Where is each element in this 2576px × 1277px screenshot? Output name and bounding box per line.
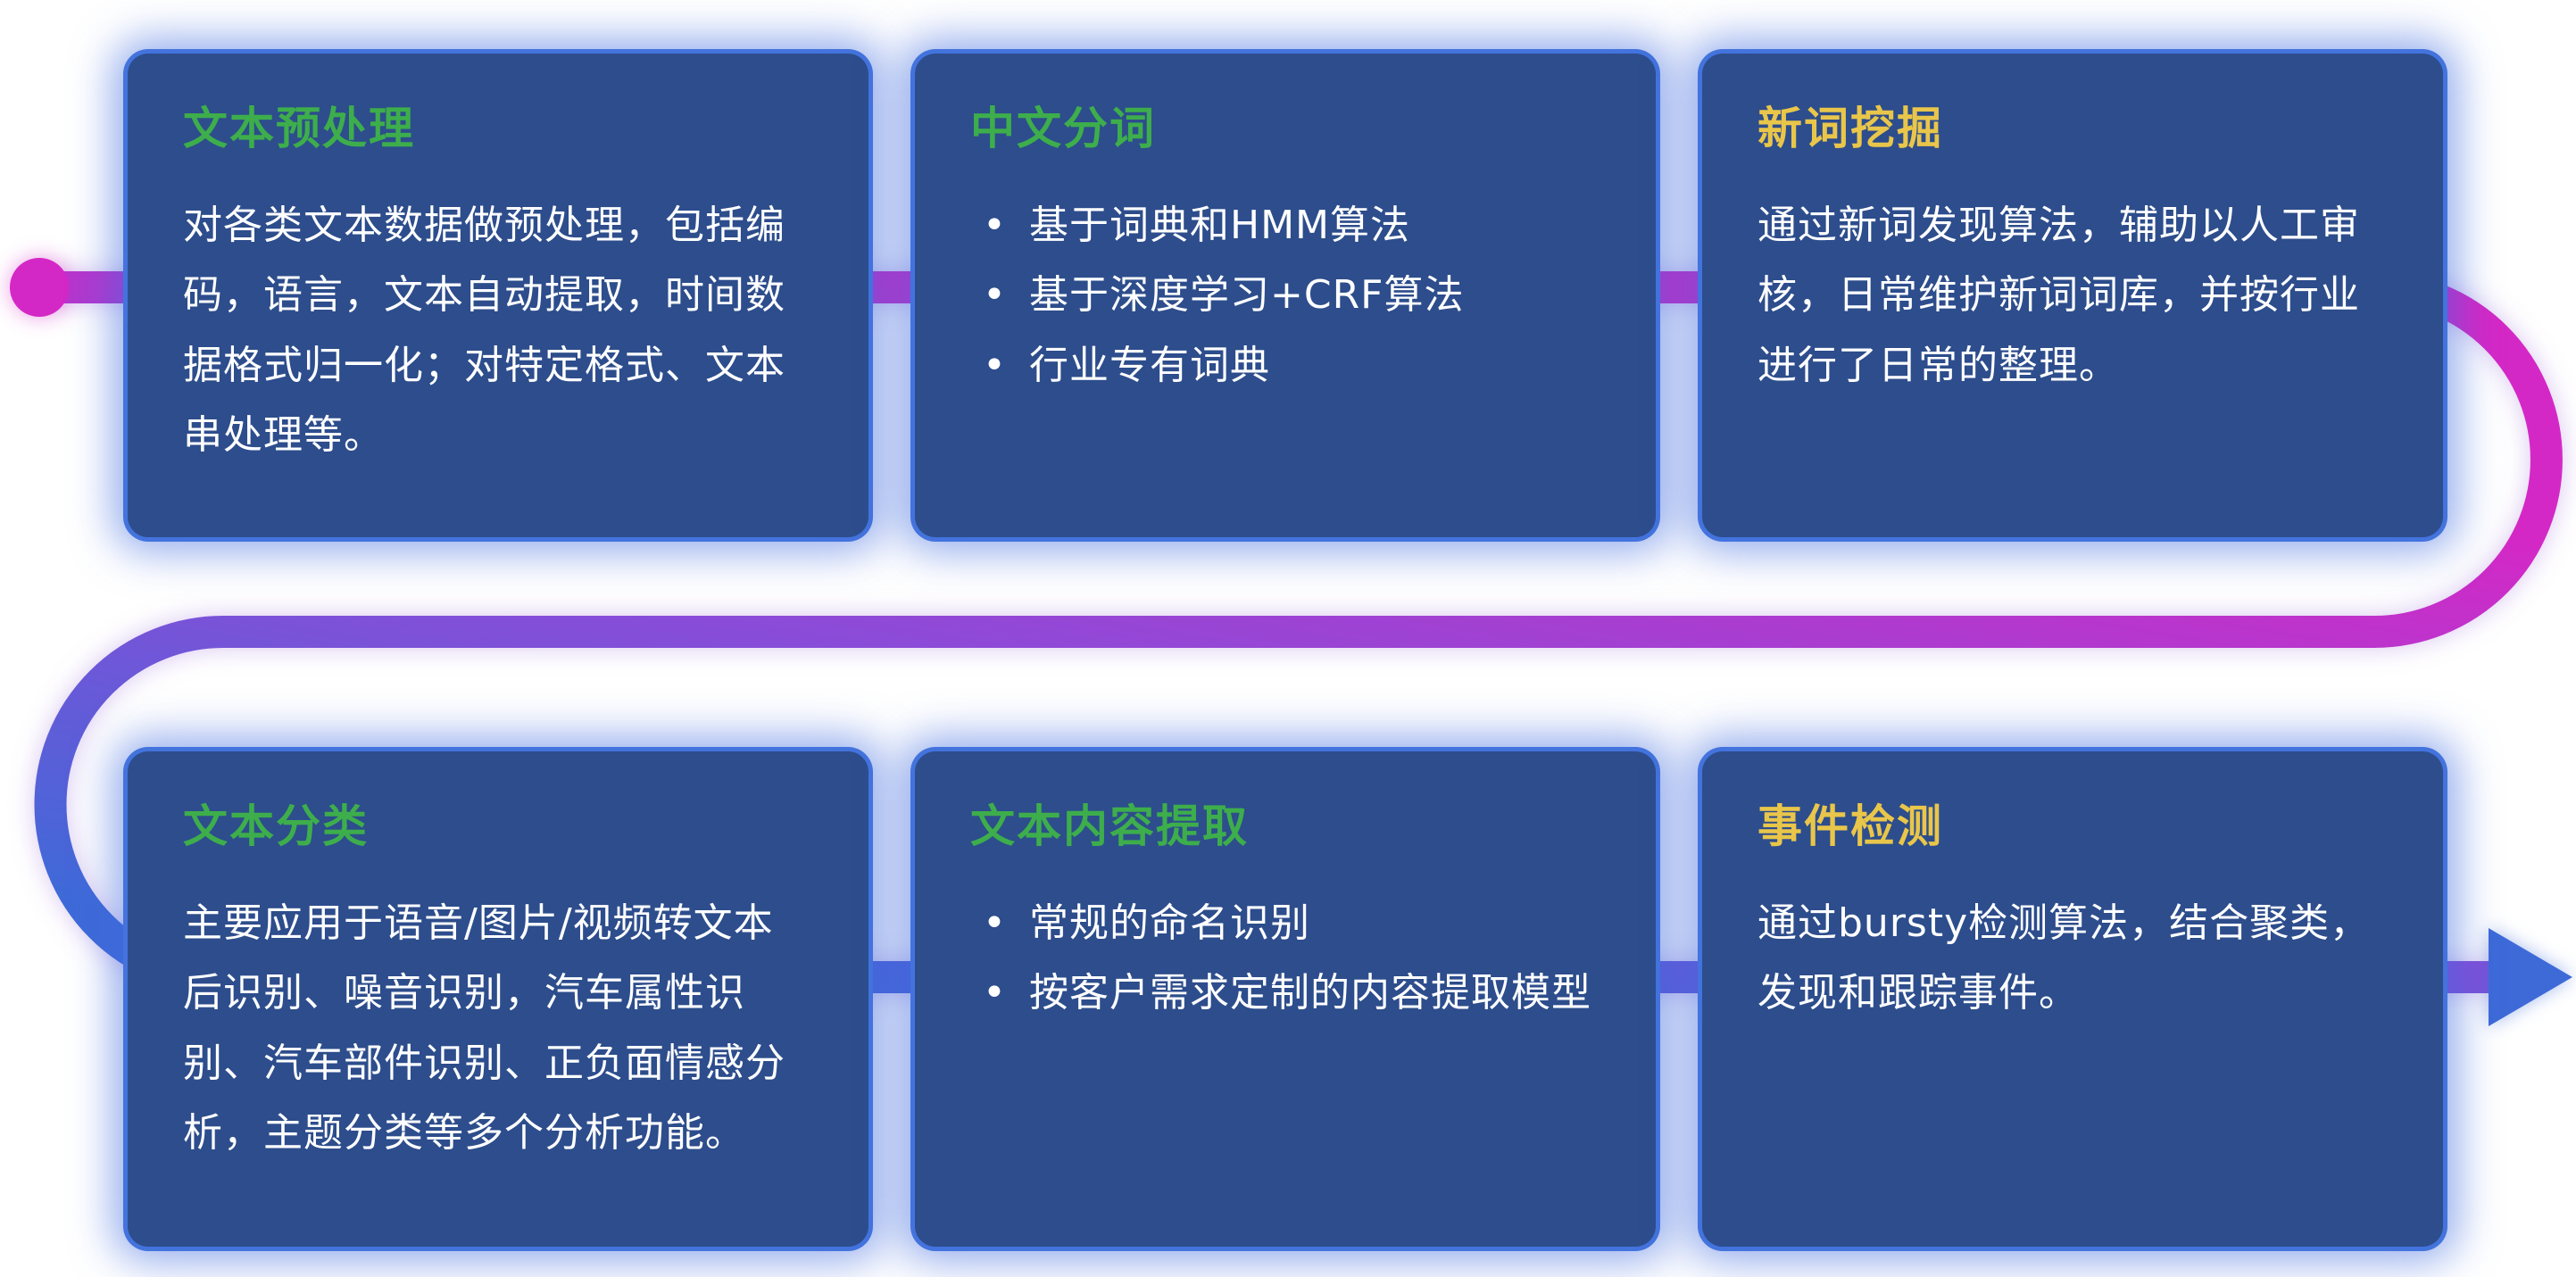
card-row-top: 文本预处理 对各类文本数据做预处理，包括编码，语言，文本自动提取，时间数据格式归… — [123, 49, 2447, 542]
flow-path — [34, 271, 2563, 993]
card-content-extraction: 文本内容提取 常规的命名识别按客户需求定制的内容提取模型 — [910, 747, 1660, 1251]
bullet-item: 行业专有词典 — [970, 331, 1600, 402]
card-chinese-segmentation: 中文分词 基于词典和HMM算法基于深度学习+CRF算法行业专有词典 — [910, 49, 1660, 542]
bullet-item: 常规的命名识别 — [970, 889, 1600, 959]
card-title: 新词挖掘 — [1757, 103, 1943, 154]
card-text-preprocessing: 文本预处理 对各类文本数据做预处理，包括编码，语言，文本自动提取，时间数据格式归… — [123, 49, 873, 542]
card-title: 事件检测 — [1757, 800, 1943, 852]
card-bullet-list: 基于词典和HMM算法基于深度学习+CRF算法行业专有词典 — [970, 191, 1600, 401]
card-body: 主要应用于语音/图片/视频转文本后识别、噪音识别，汽车属性识别、汽车部件识别、正… — [183, 900, 785, 1156]
flow-arrowhead — [2489, 928, 2572, 1026]
card-title: 文本内容提取 — [970, 800, 1249, 852]
card-text-classification: 文本分类 主要应用于语音/图片/视频转文本后识别、噪音识别，汽车属性识别、汽车部… — [123, 747, 873, 1251]
card-body: 对各类文本数据做预处理，包括编码，语言，文本自动提取，时间数据格式归一化；对特定… — [183, 203, 785, 458]
card-new-word-mining: 新词挖掘 通过新词发现算法，辅助以人工审核，日常维护新词词库，并按行业进行了日常… — [1698, 49, 2447, 542]
card-event-detection: 事件检测 通过bursty检测算法，结合聚类，发现和跟踪事件。 — [1698, 747, 2447, 1251]
card-body: 通过新词发现算法，辅助以人工审核，日常维护新词词库，并按行业进行了日常的整理。 — [1757, 203, 2360, 388]
bullet-item: 基于深度学习+CRF算法 — [970, 261, 1600, 331]
flow-start-dot — [10, 258, 69, 317]
card-title: 文本预处理 — [183, 103, 415, 154]
bullet-item: 按客户需求定制的内容提取模型 — [970, 958, 1600, 1029]
card-title: 文本分类 — [183, 800, 369, 852]
card-bullet-list: 常规的命名识别按客户需求定制的内容提取模型 — [970, 889, 1600, 1029]
card-title: 中文分词 — [970, 103, 1156, 154]
card-body: 通过bursty检测算法，结合聚类，发现和跟踪事件。 — [1757, 900, 2371, 1016]
card-row-bottom: 文本分类 主要应用于语音/图片/视频转文本后识别、噪音识别，汽车属性识别、汽车部… — [123, 747, 2447, 1251]
bullet-item: 基于词典和HMM算法 — [970, 191, 1600, 261]
